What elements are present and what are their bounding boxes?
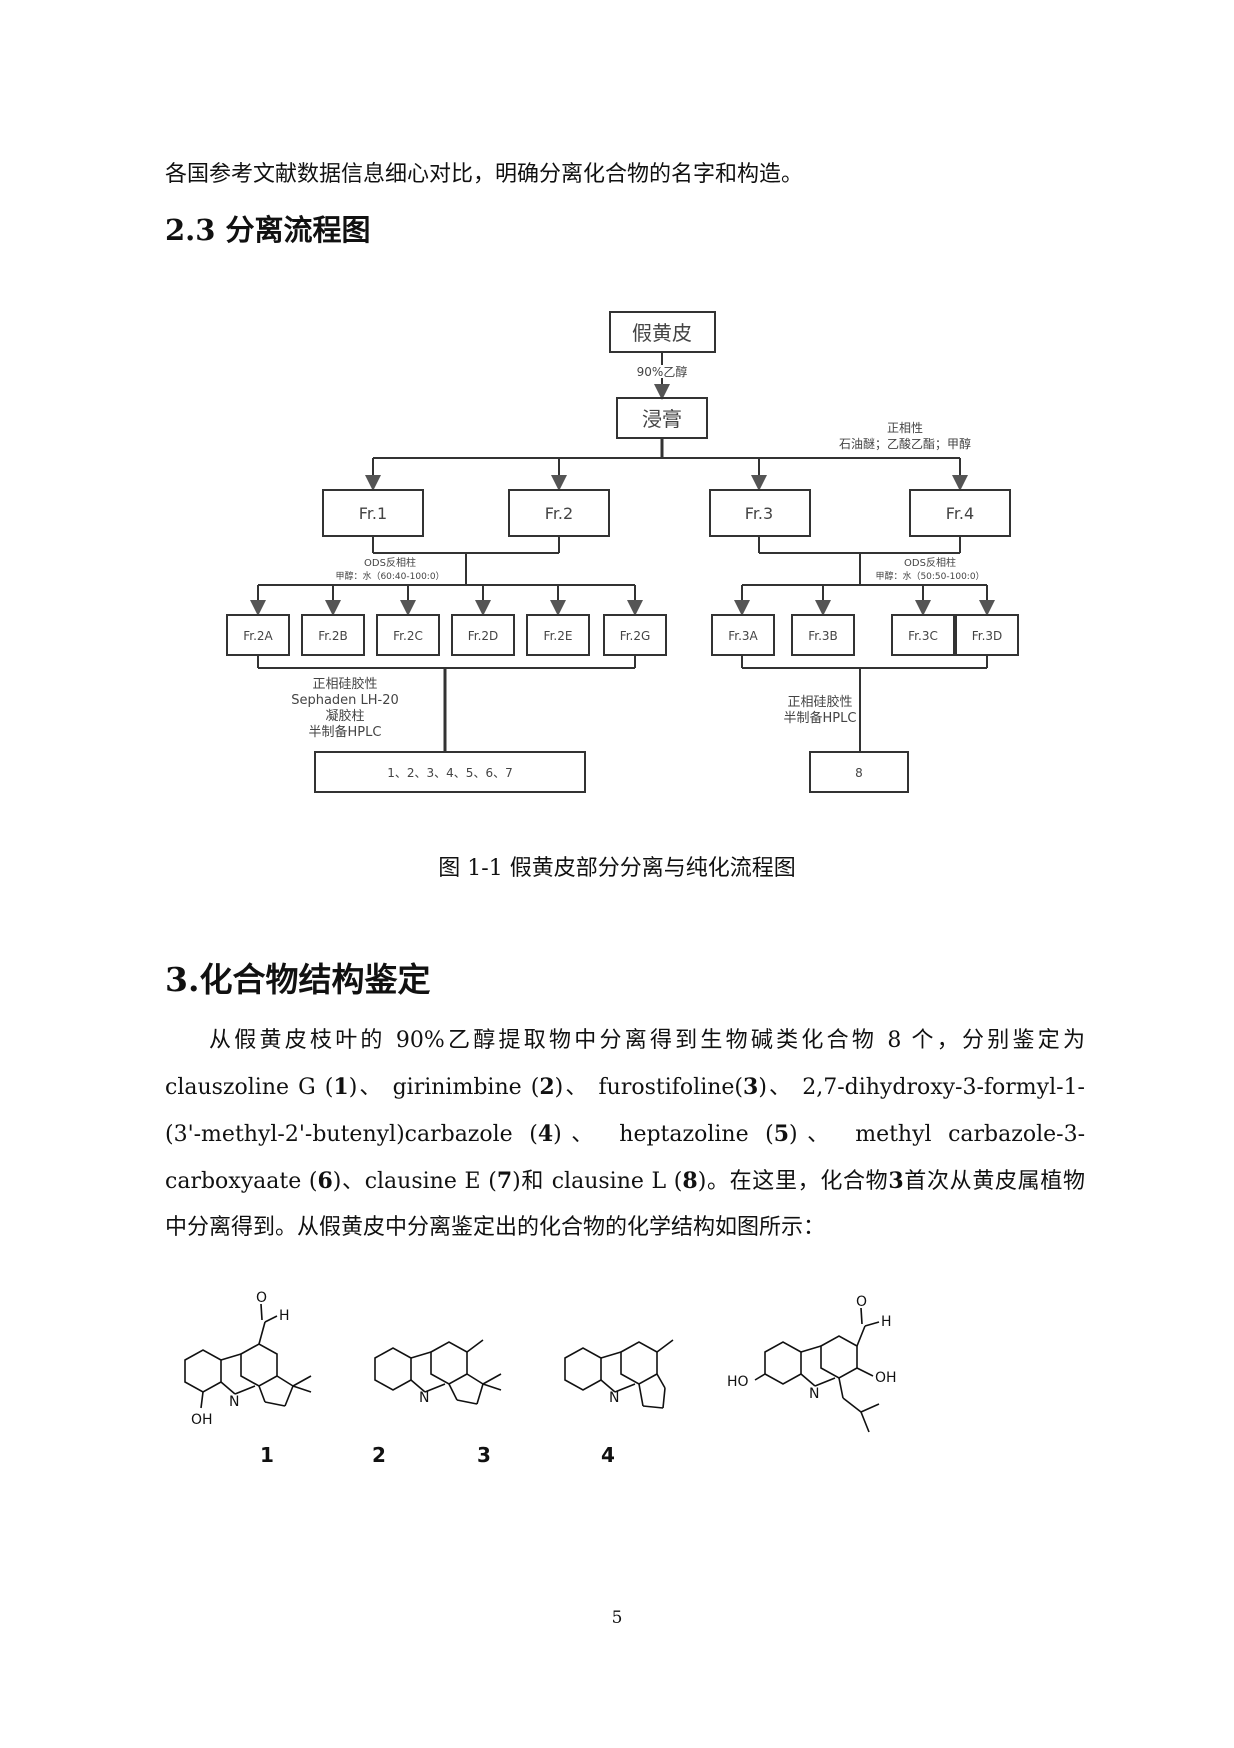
s4-oh-atom: OH <box>875 1370 897 1386</box>
section-3-heading: 3.化合物结构鉴定 <box>165 960 431 999</box>
flow-fraction-1: Fr.1 <box>359 504 387 523</box>
flow-step2a-line2: 甲醇：水（60:40-100:0） <box>335 570 444 582</box>
s1-n-atom: N <box>229 1394 239 1410</box>
structure-2-drawing <box>374 1339 502 1405</box>
structure-label-2: 2 <box>372 1443 386 1467</box>
structure-label-4: 4 <box>601 1443 615 1467</box>
flow-step3a-line3: 凝胶柱 <box>325 708 364 724</box>
flow-step3a-line4: 半制备HPLC <box>309 724 382 740</box>
flow-root-label: 假黄皮 <box>632 321 692 345</box>
page-number: 5 <box>611 1608 623 1628</box>
flow-sub-3c: Fr.3C <box>908 629 938 643</box>
structure-label-3: 3 <box>477 1443 491 1467</box>
section-3-body: 从假黄皮枝叶的 90%乙醇提取物中分离得到生物碱类化合物 8 个，分别鉴定为 c… <box>165 1028 1085 1240</box>
flow-sub-3a: Fr.3A <box>728 629 758 643</box>
flow-step3b-line2: 半制备HPLC <box>784 710 857 726</box>
flow-step3a-line1: 正相硅胶性 <box>312 676 377 692</box>
flow-sub-2c: Fr.2C <box>393 629 423 643</box>
s1-o-atom: O <box>256 1290 267 1306</box>
s4-o-atom: O <box>856 1294 867 1310</box>
s4-h-atom: H <box>881 1314 892 1330</box>
s4-ho-atom: HO <box>727 1374 749 1390</box>
flow-step2a-line1: ODS反相柱 <box>364 556 416 569</box>
flow-product-b: 8 <box>855 766 863 780</box>
s2-n-atom: N <box>419 1390 429 1406</box>
flow-step1-line1: 正相性 <box>887 421 923 435</box>
flow-step3b-line1: 正相硅胶性 <box>787 694 852 710</box>
flow-extract-label: 浸膏 <box>642 407 682 431</box>
chemical-structures-figure: O H N OH N N O H N OH HO 1 2 3 4 <box>184 1290 897 1467</box>
structure-label-1: 1 <box>260 1443 274 1467</box>
flow-sub-3d: Fr.3D <box>972 629 1003 643</box>
flow-sub-2e: Fr.2E <box>544 629 573 643</box>
flow-sub-3b: Fr.3B <box>808 629 838 643</box>
structure-4-drawing <box>754 1307 880 1433</box>
flow-sub-2d: Fr.2D <box>468 629 499 643</box>
flow-step3a-line2: Sephaden LH-20 <box>291 693 399 708</box>
s1-oh-atom: OH <box>191 1412 213 1428</box>
s1-h-atom: H <box>279 1308 290 1324</box>
s3-n-atom: N <box>609 1390 619 1406</box>
flow-step1-line2: 石油醚；乙酸乙酯；甲醇 <box>839 436 971 451</box>
s4-n-atom: N <box>809 1386 819 1402</box>
flow-solvent-label: 90%乙醇 <box>637 364 688 379</box>
flow-sub-2b: Fr.2B <box>318 629 348 643</box>
flow-fraction-4: Fr.4 <box>946 504 974 523</box>
separation-flowchart: 假黄皮 90%乙醇 浸膏 正相性 石油醚；乙酸乙酯；甲醇 Fr.1 Fr.2 F… <box>226 311 1019 793</box>
flow-sub-2a: Fr.2A <box>243 629 273 643</box>
flow-step2b-line1: ODS反相柱 <box>904 556 956 569</box>
flow-fraction-2: Fr.2 <box>545 504 573 523</box>
flow-product-a: 1、2、3、4、5、6、7 <box>387 766 512 780</box>
figure-caption: 图 1-1 假黄皮部分分离与纯化流程图 <box>438 856 796 881</box>
section-2-3-heading: 2.3 分离流程图 <box>165 213 371 247</box>
flow-step2b-line2: 甲醇：水（50:50-100:0） <box>875 570 984 582</box>
structure-3-drawing <box>564 1339 674 1409</box>
structure-1-drawing <box>184 1303 312 1409</box>
flow-sub-2g: Fr.2G <box>620 629 651 643</box>
intro-tail-text: 各国参考文献数据信息细心对比，明确分离化合物的名字和构造。 <box>165 162 804 187</box>
flow-fraction-3: Fr.3 <box>745 504 773 523</box>
